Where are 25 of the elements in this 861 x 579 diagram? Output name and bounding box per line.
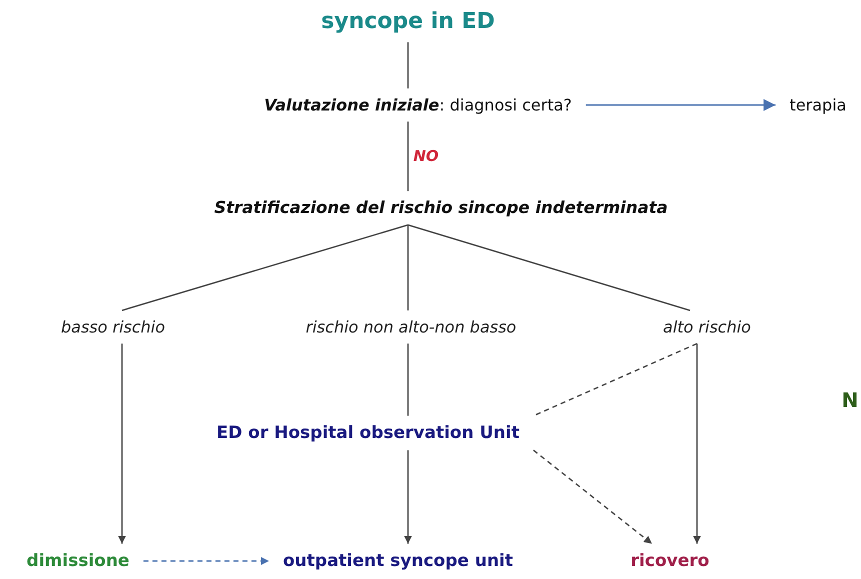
edge-label: NO — [413, 147, 439, 166]
connector-line — [407, 344, 409, 416]
outcome-text: outpatient syncope unit — [269, 544, 527, 578]
unit-text: ED or Hospital observation Unit — [202, 416, 534, 450]
connector-line — [407, 224, 409, 310]
risk-label: alto rischio — [649, 310, 765, 344]
arrow — [404, 450, 412, 544]
cropped-letter: N — [842, 388, 858, 412]
step-text: Valutazione iniziale: diagnosi certa? — [250, 88, 586, 122]
outcome-text: terapia — [776, 88, 860, 122]
connector-line — [407, 122, 409, 192]
connector-line — [407, 42, 409, 88]
dashed-arrow — [533, 450, 652, 544]
outcome-text: dimissione — [12, 544, 144, 578]
arrow — [693, 344, 701, 544]
arrow — [586, 99, 776, 111]
risk-label: basso rischio — [46, 310, 180, 344]
step-text: Stratificazione del rischio sincope indeterminata — [200, 191, 682, 225]
dashed-arrow — [143, 557, 269, 565]
arrow — [118, 344, 126, 544]
risk-label: rischio non alto-non basso — [292, 310, 530, 344]
title-text: syncope in ED — [307, 2, 509, 42]
connector-line — [408, 224, 690, 312]
outcome-text: ricovero — [616, 544, 724, 578]
connector-line — [122, 224, 408, 312]
